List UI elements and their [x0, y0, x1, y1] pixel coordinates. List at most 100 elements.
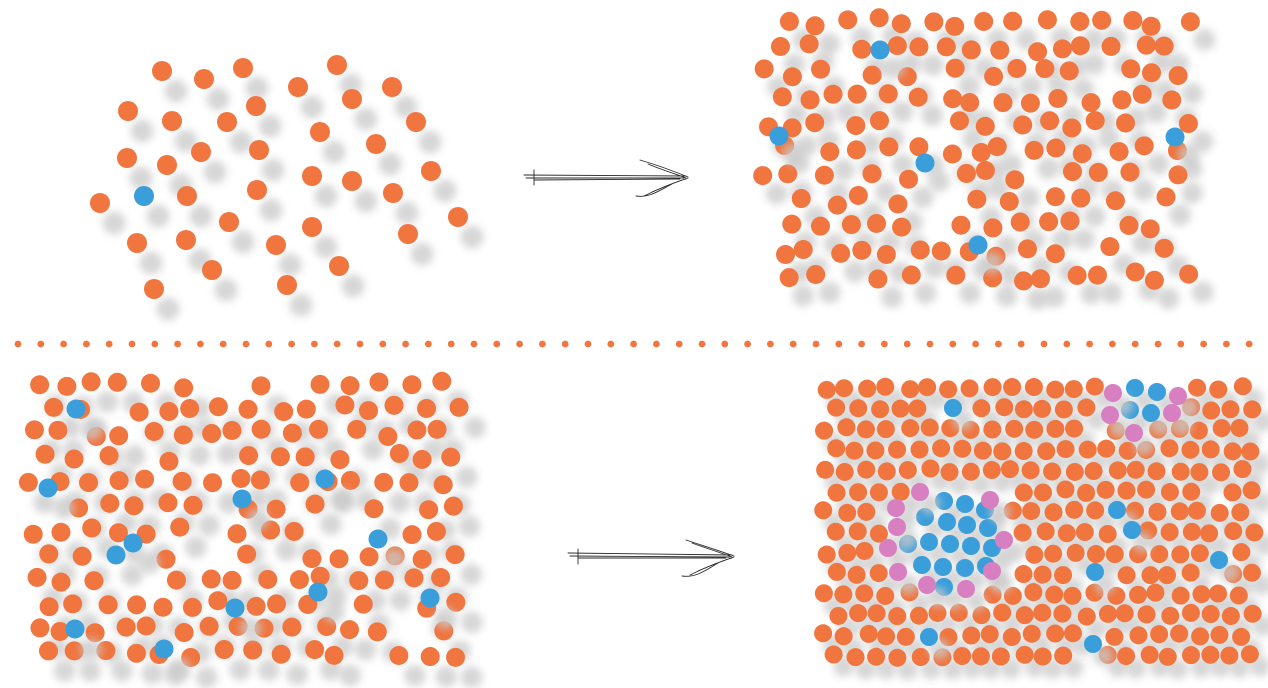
particle-shadow — [216, 442, 239, 465]
blue-particle — [870, 40, 890, 60]
orange-particle — [1039, 212, 1059, 232]
orange-particle — [953, 439, 972, 458]
orange-particle — [1233, 460, 1252, 479]
particle-shadow — [257, 659, 280, 681]
orange-particle — [1046, 419, 1065, 438]
orange-particle — [1024, 583, 1043, 602]
orange-particle — [849, 483, 868, 502]
orange-particle — [869, 111, 889, 131]
orange-particle — [846, 648, 865, 667]
divider-dot — [539, 340, 546, 348]
orange-particle — [282, 423, 302, 443]
orange-particle — [834, 585, 853, 604]
particle-shadow — [341, 274, 365, 298]
orange-particle — [378, 427, 398, 447]
particle-shadow — [203, 160, 227, 184]
divider-dot — [653, 340, 660, 348]
orange-particle — [449, 397, 469, 417]
orange-particle — [896, 627, 915, 646]
orange-particle — [1118, 441, 1137, 460]
orange-particle — [117, 148, 137, 168]
blue-particle — [123, 533, 143, 553]
blue-particle — [38, 478, 58, 498]
orange-particle — [82, 518, 102, 538]
orange-particle — [158, 493, 178, 513]
orange-particle — [246, 596, 266, 616]
particle-shadow — [361, 438, 384, 461]
bottom-left-liquid-panel — [18, 371, 486, 688]
orange-particle — [24, 420, 44, 440]
orange-particle — [296, 399, 316, 419]
orange-particle — [266, 499, 286, 519]
particle-shadow — [1157, 287, 1180, 310]
particle-shadow — [80, 638, 102, 660]
orange-particle — [1096, 480, 1115, 499]
particle-shadow — [922, 53, 944, 76]
orange-particle — [826, 522, 845, 541]
orange-particle — [805, 16, 825, 36]
pink-particle — [1101, 406, 1119, 424]
orange-particle — [951, 215, 971, 235]
particle-shadow — [389, 589, 412, 611]
orange-particle — [815, 421, 834, 440]
orange-particle — [18, 472, 38, 492]
orange-particle — [993, 442, 1012, 461]
particle-shadow — [460, 666, 483, 688]
particle-shadow — [275, 539, 298, 561]
orange-particle — [419, 500, 439, 520]
orange-particle — [1171, 586, 1190, 605]
orange-particle — [404, 568, 424, 588]
orange-particle — [233, 58, 253, 78]
orange-particle — [63, 594, 83, 614]
orange-particle — [1178, 114, 1198, 134]
orange-particle — [1188, 378, 1207, 397]
particle-shadow — [258, 114, 282, 138]
orange-particle — [1140, 645, 1159, 664]
orange-particle — [432, 371, 452, 391]
pink-particle — [911, 483, 929, 501]
orange-particle — [156, 549, 176, 569]
blue-particle — [958, 516, 976, 534]
orange-particle — [847, 84, 867, 104]
top-right-denser-panel — [753, 8, 1216, 310]
orange-particle — [329, 256, 349, 276]
orange-particle — [1162, 90, 1182, 110]
orange-particle — [835, 379, 854, 398]
divider-dot — [447, 340, 455, 348]
orange-particle — [445, 545, 465, 565]
orange-particle — [271, 644, 291, 664]
orange-particle — [108, 523, 128, 543]
orange-particle — [1010, 212, 1030, 232]
orange-particle — [1022, 502, 1041, 521]
orange-particle — [174, 378, 194, 398]
orange-particle — [1070, 11, 1090, 31]
orange-particle — [129, 402, 149, 422]
particle-shadow — [129, 166, 153, 190]
orange-particle — [1212, 463, 1231, 482]
orange-particle — [909, 37, 929, 57]
particle-shadow — [880, 286, 903, 308]
divider-dot — [881, 340, 888, 348]
orange-particle — [1171, 545, 1190, 564]
blue-particle — [65, 619, 85, 639]
particle-shadow — [138, 552, 160, 574]
orange-particle — [932, 439, 951, 458]
orange-particle — [1065, 419, 1084, 438]
orange-particle — [249, 140, 269, 160]
orange-particle — [1040, 111, 1060, 131]
orange-particle — [852, 240, 872, 260]
orange-particle — [814, 624, 833, 643]
orange-particle — [1134, 136, 1154, 156]
orange-particle — [1000, 460, 1019, 479]
orange-particle — [237, 544, 257, 564]
orange-particle — [90, 193, 110, 213]
orange-particle — [827, 398, 846, 417]
orange-particle — [975, 161, 995, 181]
particle-shadow — [1037, 157, 1060, 180]
particle-shadow — [1133, 179, 1155, 202]
orange-particle — [868, 269, 888, 289]
orange-particle — [1182, 482, 1201, 501]
orange-particle — [1230, 418, 1249, 437]
particle-shadow — [818, 32, 841, 55]
orange-particle — [23, 524, 43, 544]
